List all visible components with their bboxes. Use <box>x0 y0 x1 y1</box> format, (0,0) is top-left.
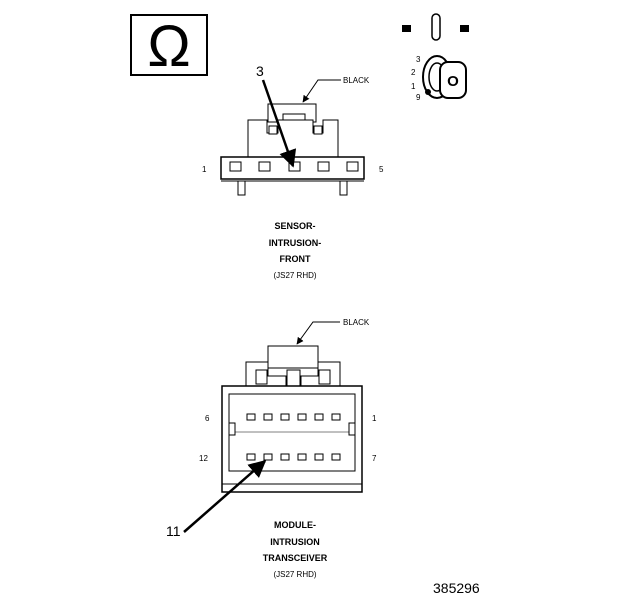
sensor-caption-line-3: FRONT <box>280 254 311 264</box>
module-pin-top-right: 1 <box>372 414 377 423</box>
key-letter: O <box>447 73 459 90</box>
sensor-caption-line-2: INTRUSION- <box>269 238 322 248</box>
ignition-key-icon: O 3 2 1 9 <box>402 13 469 102</box>
key-position-1: 1 <box>411 82 416 91</box>
sensor-caption-line-4: (JS27 RHD) <box>273 271 316 280</box>
module-connector: BLACK 6 1 12 7 <box>166 318 377 579</box>
figure-number: 385296 <box>433 580 480 596</box>
key-position-9: 9 <box>416 93 421 102</box>
module-pin-bottom-right: 7 <box>372 454 377 463</box>
module-caption-line-2: INTRUSION <box>270 537 320 547</box>
module-wire-color: BLACK <box>343 318 370 327</box>
module-caption-line-3: TRANSCEIVER <box>263 553 328 563</box>
omega-symbol: Ω <box>147 14 190 79</box>
module-caption-line-1: MODULE- <box>274 520 316 530</box>
key-position-3: 3 <box>416 55 421 64</box>
sensor-connector: BLACK 1 5 3 SENSOR- INTRUSION- FRONT (JS… <box>202 63 384 280</box>
sensor-wire-color: BLACK <box>343 76 370 85</box>
module-pin-bottom-left: 12 <box>199 454 208 463</box>
key-position-2: 2 <box>411 68 416 77</box>
sensor-callout-pin: 3 <box>256 63 264 79</box>
module-callout-pin: 11 <box>166 523 181 539</box>
sensor-pin-start: 1 <box>202 165 207 174</box>
sensor-caption-line-1: SENSOR- <box>274 221 315 231</box>
omega-symbol-icon: Ω <box>130 14 208 79</box>
module-caption-line-4: (JS27 RHD) <box>273 570 316 579</box>
module-pin-top-left: 6 <box>205 414 210 423</box>
sensor-pin-end: 5 <box>379 165 384 174</box>
